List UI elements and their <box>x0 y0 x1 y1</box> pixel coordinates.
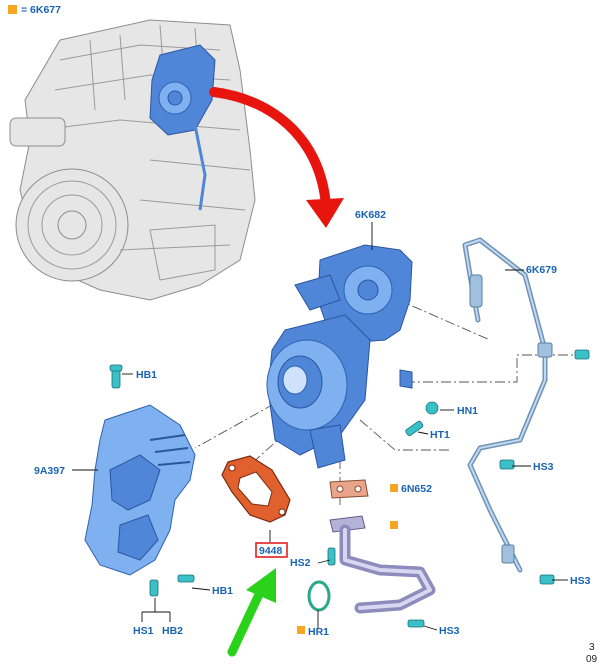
callout-HT1: HT1 <box>430 429 450 441</box>
callout-HB2: HB2 <box>162 625 183 637</box>
callout-HB1-top: HB1 <box>136 369 157 381</box>
oil-return-assembly <box>307 479 436 614</box>
bolt-icon <box>574 349 590 360</box>
callout-HS2: HS2 <box>290 557 311 569</box>
callout-HS1: HS1 <box>133 625 154 637</box>
bolt-icon <box>539 574 555 585</box>
corner-reference: 3 09 <box>586 642 598 665</box>
red-curved-arrow-icon <box>209 87 344 228</box>
orange-square-marker-icon <box>8 5 17 14</box>
engine-illustration <box>9 19 256 301</box>
fasteners <box>109 349 590 628</box>
callout-labels: 6K682 6K679 9A397 HB1 HB1 HN1 HT1 HS3 HS… <box>34 209 591 638</box>
callout-HB1-bottom: HB1 <box>212 585 233 597</box>
nut-icon <box>425 401 439 415</box>
callout-6N652: 6N652 <box>401 483 432 495</box>
callout-HR1: HR1 <box>308 626 329 638</box>
corner-ref-line1: 3 <box>589 642 595 653</box>
bolt-icon <box>327 547 336 566</box>
orange-square-marker-icon <box>390 484 398 492</box>
orange-square-marker-icon <box>297 626 305 634</box>
callout-HS3-return: HS3 <box>439 625 460 637</box>
callout-6K682: 6K682 <box>355 209 386 221</box>
corner-ref-line2: 09 <box>586 654 598 665</box>
callout-9448: 9448 <box>259 545 283 557</box>
bolt-icon <box>149 579 159 597</box>
orange-square-marker-icon <box>390 521 398 529</box>
exhaust-gasket <box>221 455 291 523</box>
green-pointer-arrow-icon <box>227 568 276 657</box>
legend-text: = 6K677 <box>21 4 61 16</box>
heat-shield <box>84 404 196 576</box>
bolt-icon <box>177 574 195 583</box>
callout-9A397: 9A397 <box>34 465 65 477</box>
legend: = 6K677 <box>8 4 61 16</box>
oil-feed-pipe <box>462 237 553 573</box>
bolt-icon <box>499 459 515 470</box>
bolt-icon <box>407 619 425 628</box>
callout-6K679: 6K679 <box>526 264 557 276</box>
leader-lines <box>72 222 568 631</box>
turbocharger <box>266 244 413 469</box>
bolt-icon <box>405 420 424 437</box>
hr1-o-ring <box>307 580 331 612</box>
callout-HN1: HN1 <box>457 405 478 417</box>
callout-HS3-lower: HS3 <box>570 575 591 587</box>
gasket-highlight-box <box>255 542 288 558</box>
callout-HS3-pipe: HS3 <box>533 461 554 473</box>
